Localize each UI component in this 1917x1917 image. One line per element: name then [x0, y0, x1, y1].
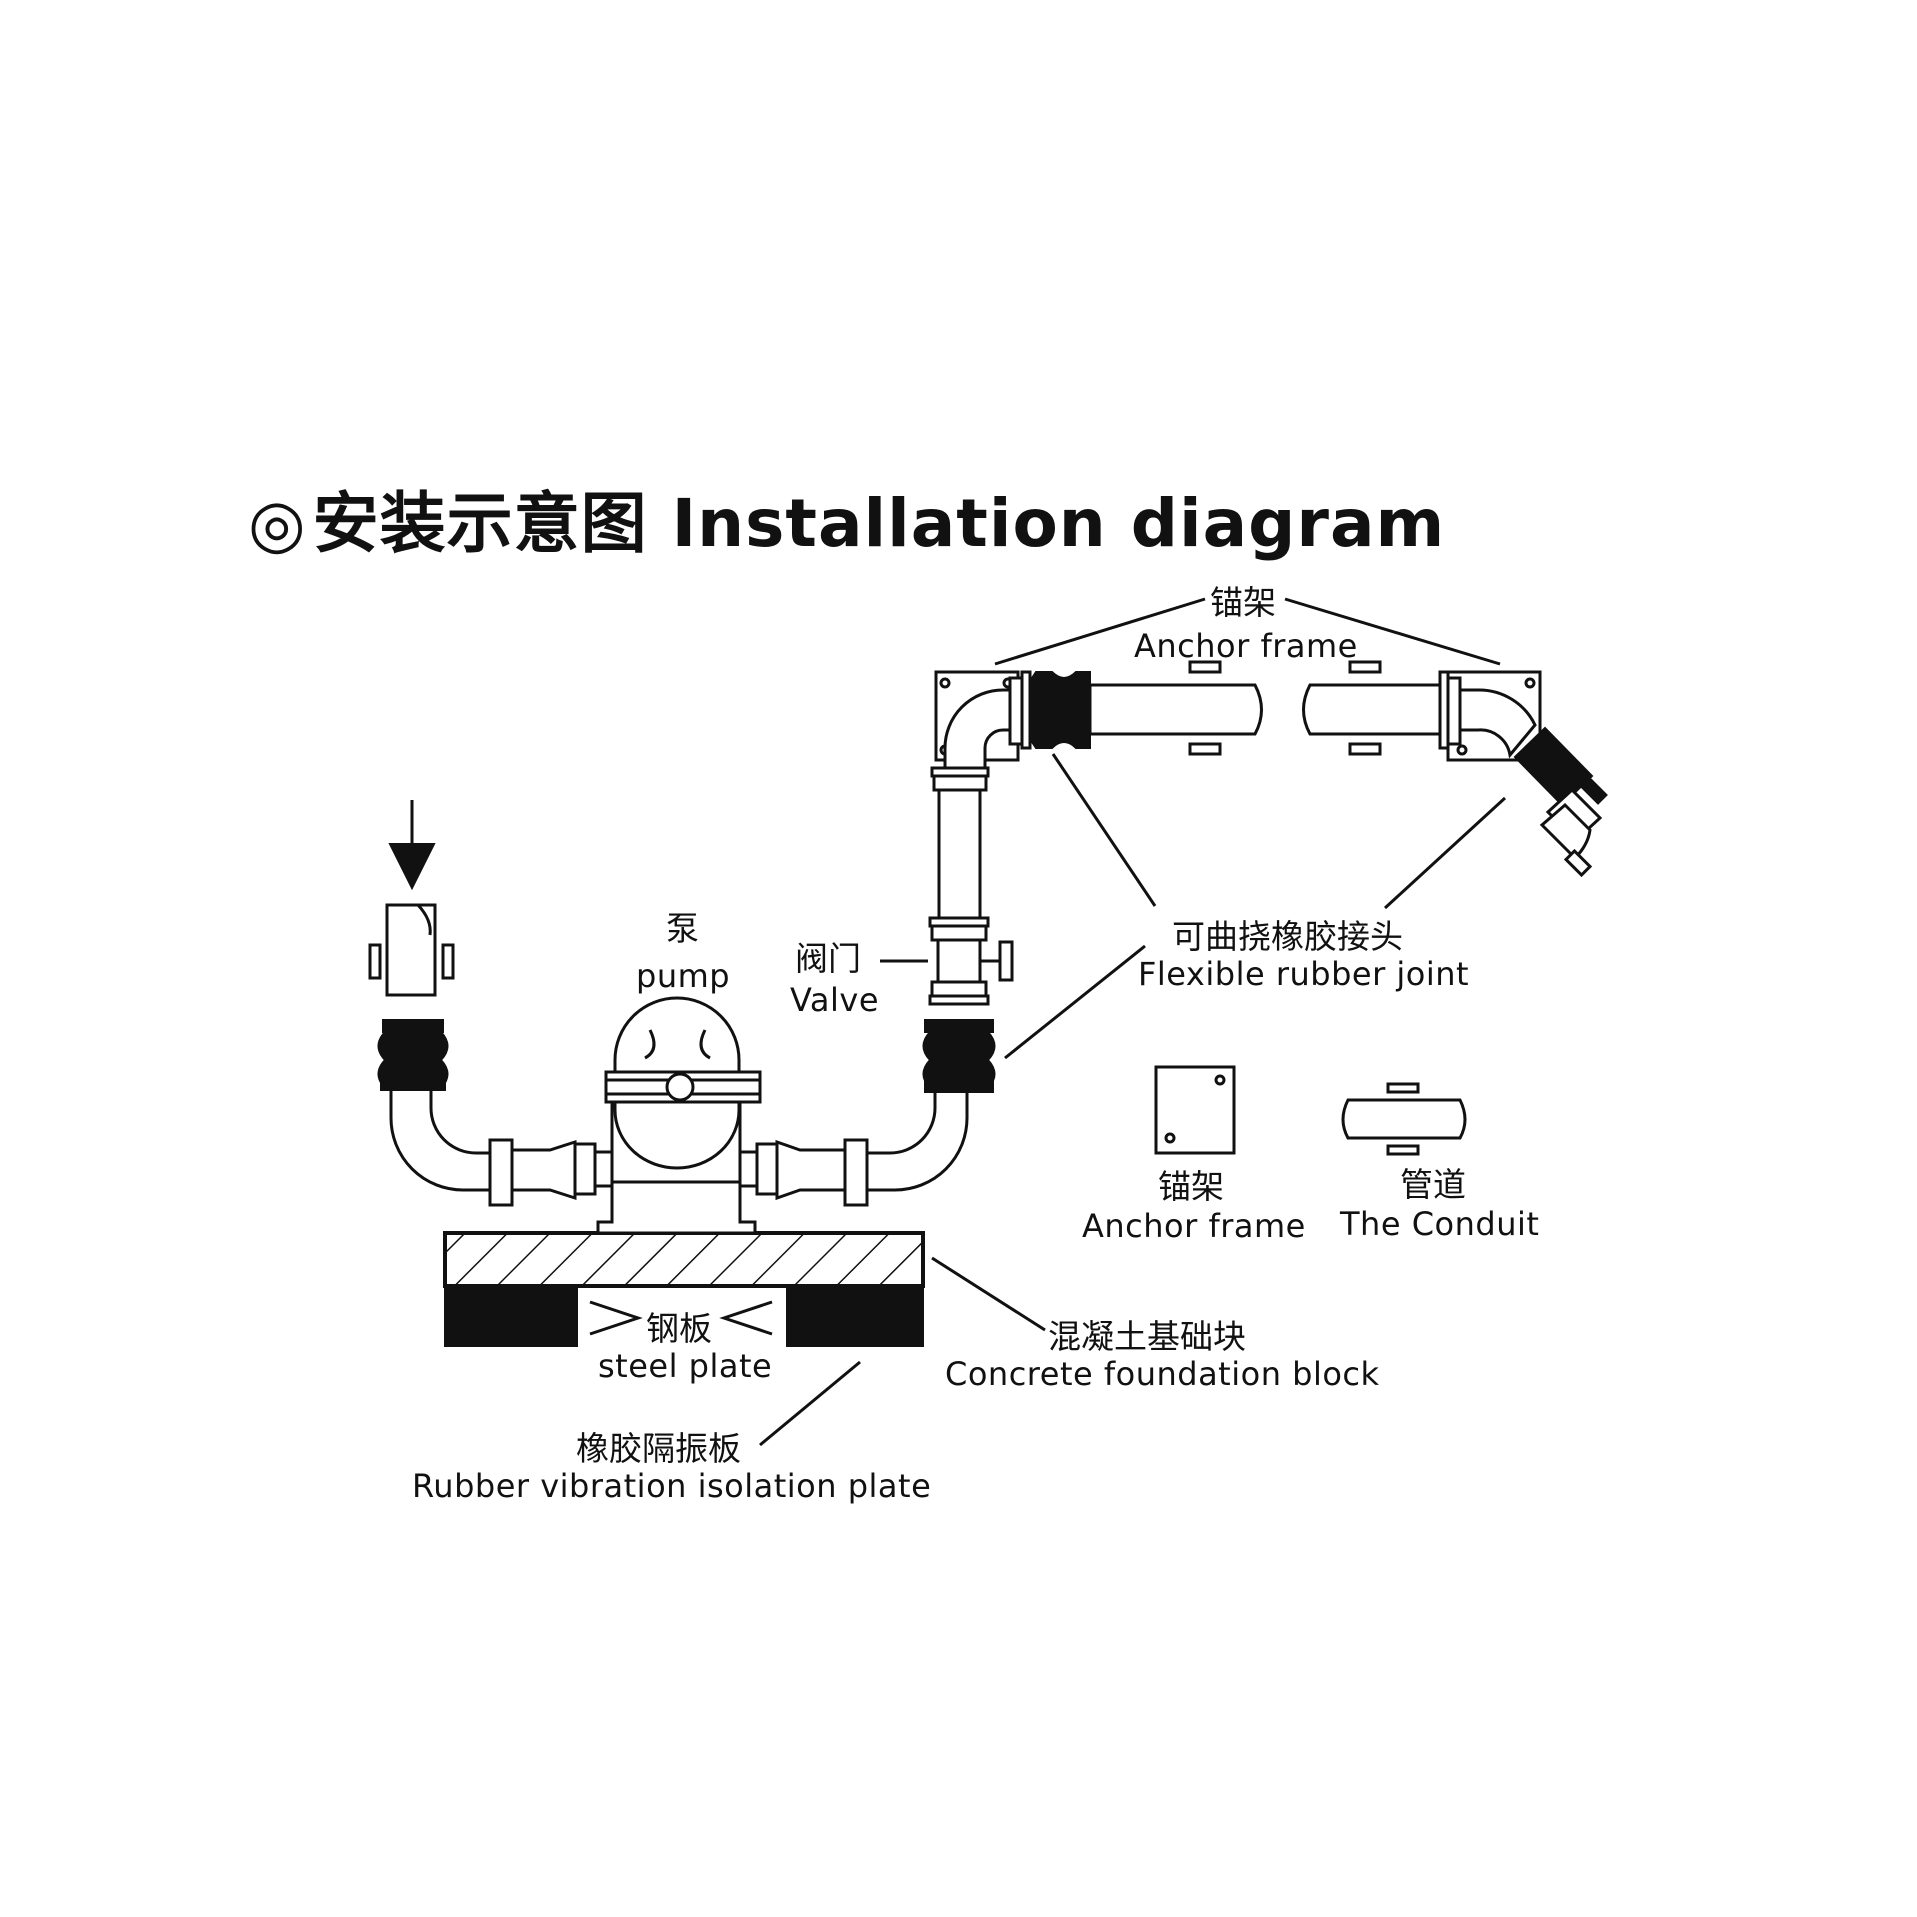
valve-label-en: Valve	[790, 981, 880, 1019]
rubber-isolation-pad-left	[444, 1285, 578, 1347]
concrete-foundation-block	[443, 1231, 925, 1288]
rubber-isolation-pad-right	[786, 1285, 924, 1347]
anchor-frame-top-label-en: Anchor frame	[1134, 627, 1358, 665]
concrete-block-label-en: Concrete foundation block	[945, 1355, 1380, 1393]
legend-anchor-frame-symbol	[1154, 1065, 1236, 1155]
angled-rubber-joint	[1513, 726, 1608, 878]
concrete-block-label-zh: 混凝土基础块	[1048, 1317, 1246, 1356]
inlet-rubber-joint	[377, 1019, 449, 1091]
pump-label-en: pump	[636, 957, 731, 995]
rubber-plate-label-en: Rubber vibration isolation plate	[412, 1467, 932, 1505]
valve-label-zh: 阀门	[795, 939, 861, 978]
pump-label-zh: 泵	[666, 909, 699, 948]
inlet-pipe	[368, 903, 614, 1207]
top-pipe-left	[1088, 660, 1263, 756]
top-left-rubber-joint	[1031, 671, 1091, 749]
anchor-frame-right	[1438, 670, 1542, 762]
steel-plate-label-en: steel plate	[598, 1347, 773, 1385]
top-pipe-right	[1302, 660, 1442, 756]
valve	[928, 916, 1014, 1006]
leader-lines	[759, 597, 1507, 1447]
riser-pipe	[930, 766, 990, 918]
anchor-frame-left	[934, 670, 1032, 770]
anchor-frame-top-label-zh: 锚架	[1210, 583, 1276, 622]
outlet-pipe	[738, 1090, 969, 1207]
legend-anchor-frame-label-en: Anchor frame	[1082, 1207, 1306, 1245]
outlet-rubber-joint	[922, 1019, 996, 1093]
inlet-flow-arrow	[388, 800, 436, 891]
flexible-joint-label-zh: 可曲挠橡胶接头	[1172, 917, 1403, 956]
title-text: 安装示意图 Installation diagram	[312, 485, 1446, 562]
legend-anchor-frame-label-zh: 锚架	[1158, 1167, 1224, 1206]
steel-plate-arrows	[589, 1300, 773, 1336]
legend-conduit-label-en: The Conduit	[1340, 1205, 1540, 1243]
rubber-plate-label-zh: 橡胶隔振板	[576, 1429, 741, 1468]
flexible-joint-label-en: Flexible rubber joint	[1138, 955, 1470, 993]
title-circle-mark: ◎	[248, 485, 307, 562]
pump-body	[596, 996, 762, 1235]
legend-conduit-symbol	[1341, 1082, 1467, 1156]
legend-conduit-label-zh: 管道	[1400, 1165, 1466, 1204]
diagram-title: ◎安装示意图 Installation diagram	[248, 470, 1445, 566]
steel-plate-label-zh: 钢板	[646, 1309, 712, 1348]
